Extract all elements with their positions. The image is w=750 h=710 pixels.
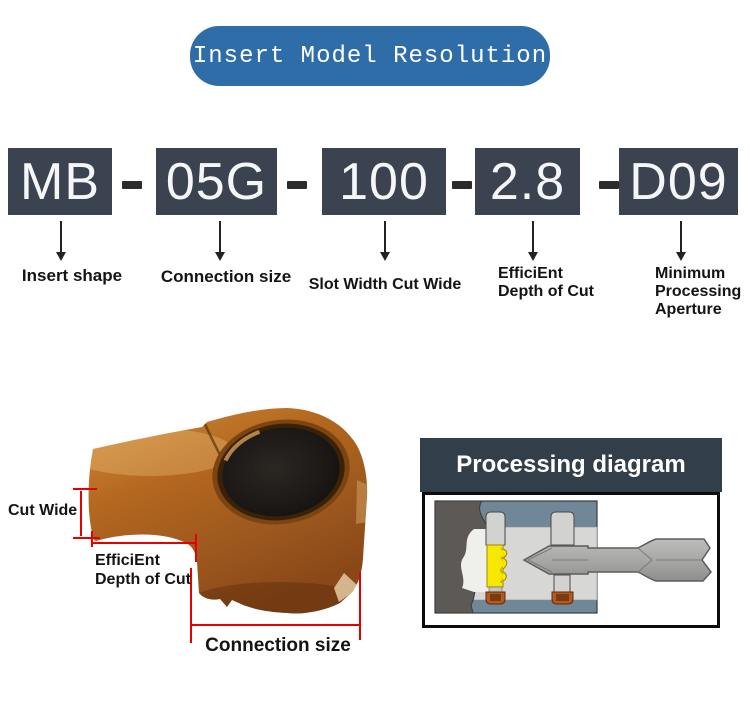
dash-separator bbox=[599, 181, 619, 189]
clamp-pin bbox=[485, 511, 506, 546]
label-line: Connection size bbox=[205, 635, 351, 656]
label-depth-of-cut: EfficiEnt Depth of Cut bbox=[498, 265, 608, 301]
code-text: 05G bbox=[165, 152, 268, 211]
label-line: EfficiEnt bbox=[498, 265, 563, 282]
down-arrow-icon bbox=[55, 221, 67, 261]
code-box-slot-width: 100 bbox=[322, 148, 446, 215]
pin-foot-core bbox=[556, 594, 569, 601]
pin-foot-core bbox=[490, 594, 501, 601]
cutting-insert-shade bbox=[500, 547, 504, 583]
code-box-insert-shape: MB bbox=[8, 148, 112, 215]
code-text: 100 bbox=[339, 152, 429, 211]
label-line: Minimum bbox=[655, 265, 726, 282]
label-insert-shape: Insert shape bbox=[12, 267, 132, 285]
facet-right bbox=[356, 480, 368, 524]
label-line: Cut Wide bbox=[8, 502, 78, 519]
dimension-lines bbox=[73, 488, 361, 643]
processing-diagram-header: Processing diagram bbox=[420, 438, 722, 492]
dash-separator bbox=[452, 181, 472, 189]
insert-hole bbox=[212, 419, 350, 525]
label-connection-size: Connection size bbox=[150, 268, 302, 286]
label-min-aperture: Minimum Processing Aperture bbox=[655, 265, 750, 319]
label-line: Depth of Cut bbox=[95, 571, 191, 588]
tool-shank-details bbox=[526, 547, 702, 573]
label-line: Slot Width Cut Wide bbox=[308, 276, 462, 293]
code-box-depth-of-cut: 2.8 bbox=[475, 148, 580, 215]
title-banner: Insert Model Resolution bbox=[190, 26, 550, 86]
label-line: Depth of Cut bbox=[498, 283, 594, 300]
down-arrow-icon bbox=[379, 221, 391, 261]
cutting-insert bbox=[486, 544, 508, 588]
label-line: EfficiEnt bbox=[95, 552, 160, 569]
clamp-pin bbox=[550, 511, 575, 546]
label-slot-width: Slot Width Cut Wide bbox=[302, 276, 468, 294]
processing-diagram-image bbox=[434, 500, 712, 614]
code-box-connection-size: 05G bbox=[156, 148, 277, 215]
page-title: Insert Model Resolution bbox=[192, 42, 548, 70]
label-line: Aperture bbox=[655, 301, 722, 318]
insert-photo bbox=[73, 408, 368, 643]
code-box-min-aperture: D09 bbox=[619, 148, 738, 215]
label-line: Processing bbox=[655, 283, 742, 300]
photo-label-depth: EfficiEnt Depth of Cut bbox=[95, 551, 205, 589]
label-line: Insert shape bbox=[21, 266, 123, 285]
code-text: MB bbox=[20, 152, 100, 211]
photo-label-cut-wide: Cut Wide bbox=[8, 501, 80, 520]
down-arrow-icon bbox=[214, 221, 226, 261]
processing-diagram-title: Processing diagram bbox=[456, 451, 686, 478]
dash-separator bbox=[122, 181, 142, 189]
down-arrow-icon bbox=[527, 221, 539, 261]
code-text: 2.8 bbox=[489, 152, 566, 211]
photo-label-connection-size: Connection size bbox=[198, 636, 358, 655]
down-arrow-icon bbox=[675, 221, 687, 261]
clamp-pin-stem bbox=[553, 574, 571, 593]
label-line: Connection size bbox=[160, 267, 292, 286]
code-text: D09 bbox=[629, 152, 728, 211]
facet-tan bbox=[334, 573, 357, 602]
dash-separator bbox=[287, 181, 307, 189]
processing-diagram-panel bbox=[422, 492, 720, 628]
